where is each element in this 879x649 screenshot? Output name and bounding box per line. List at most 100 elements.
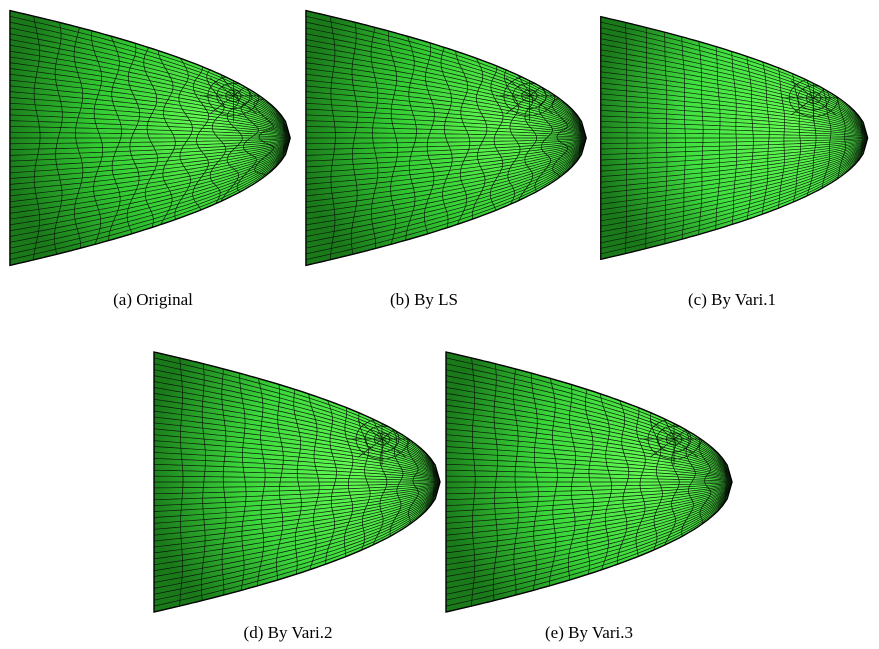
latitude-line [154,481,440,501]
longitude-line [329,16,336,260]
latitude-line [305,137,587,249]
longitude-line [370,27,379,249]
latitude-line [9,137,291,260]
longitude-line [806,80,817,196]
latitude-line [9,21,291,139]
latitude-line [154,434,440,483]
latitude-line [600,65,868,139]
longitude-line [746,56,754,220]
latitude-line [446,481,732,566]
latitude-line [154,422,440,483]
longitude-line [257,378,266,586]
latitude-line [154,481,440,518]
longitude-line [821,88,832,189]
latitude-line [446,369,732,483]
latitude-line [600,137,868,205]
pole-spoke [813,97,837,116]
caption-b: (b) By LS [390,290,458,309]
latitude-line [446,481,732,548]
longitude-line [698,41,704,235]
longitude-line [471,357,476,607]
longitude-line [220,74,243,202]
latitude-line [600,137,868,255]
latitude-line [9,137,291,249]
latitude-line [305,131,587,139]
longitude-line [192,66,210,211]
longitude-line [534,86,553,192]
latitude-line [305,137,587,179]
latitude-line [600,121,868,139]
longitude-line [471,57,488,220]
latitude-line [9,137,291,145]
latitude-line [9,85,291,139]
latitude-line [446,363,732,483]
latitude-line [154,481,440,560]
mesh-panel-e [442,340,742,624]
latitude-line [446,416,732,483]
pole-spoke [790,80,814,99]
latitude-line [305,137,587,237]
latitude-line [600,88,868,139]
longitude-line [325,400,337,565]
mesh-panel-a [6,5,300,271]
latitude-line [600,71,868,139]
latitude-line [446,452,732,483]
longitude-line [308,393,320,570]
latitude-line [9,120,291,139]
latitude-line [305,137,587,174]
longitude-line [625,22,628,254]
latitude-line [154,410,440,483]
latitude-line [305,137,587,260]
latitude-line [600,43,868,139]
latitude-line [600,137,868,244]
longitude-line [239,373,247,591]
longitude-line [174,57,193,220]
latitude-line [446,481,732,518]
longitude-line [236,87,259,193]
longitude-line [108,35,122,241]
latitude-line [446,434,732,483]
longitude-line [504,69,521,205]
latitude-line [305,137,587,214]
latitude-line [154,363,440,483]
latitude-line [305,50,587,139]
longitude-line [698,439,712,524]
surface-outline [9,9,291,267]
latitude-line [9,137,291,208]
latitude-line [446,440,732,483]
latitude-line [9,137,291,179]
latitude-line [446,387,732,483]
latitude-line [305,126,587,139]
latitude-line [600,93,868,139]
pole-spoke [233,95,258,115]
latitude-line [446,393,732,483]
latitude-line [154,446,440,483]
latitude-line [446,481,732,571]
latitude-line [305,79,587,139]
latitude-line [154,428,440,483]
latitude-line [9,137,291,255]
latitude-line [9,137,291,214]
latitude-line [9,131,291,139]
longitude-line [350,22,358,255]
latitude-line [600,126,868,139]
latitude-line [446,410,732,483]
latitude-line [600,137,868,150]
longitude-line [253,98,275,177]
latitude-line [446,481,732,501]
caption-d: (d) By Vari.2 [243,623,333,642]
latitude-line [9,137,291,191]
latitude-line [600,77,868,139]
latitude-line [154,475,440,483]
latitude-line [446,404,732,483]
latitude-line [154,375,440,483]
latitude-line [446,458,732,483]
longitude-line [221,368,227,596]
latitude-line [9,45,291,139]
latitude-line [154,369,440,483]
latitude-line [9,126,291,139]
pole-spoke [529,95,554,115]
latitude-line [9,137,291,220]
longitude-line [650,412,663,551]
caption-a: (a) Original [113,290,193,309]
